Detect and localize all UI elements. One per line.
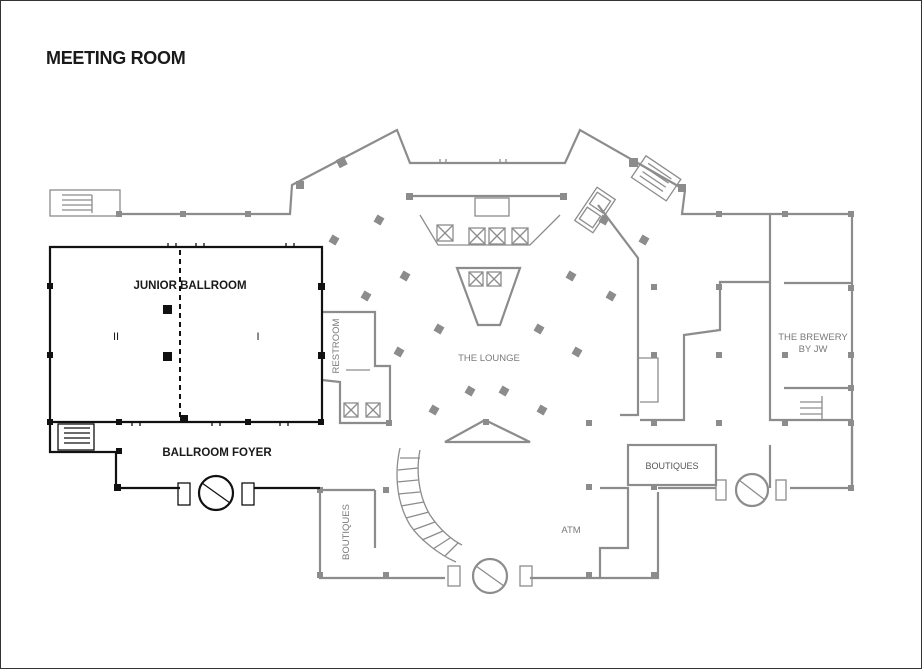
south-wall-right (530, 486, 660, 580)
brewery-walls (640, 214, 852, 422)
atm-label: ATM (561, 525, 580, 536)
lounge-bar-triangle (444, 418, 531, 444)
junior-ballroom-label: JUNIOR BALLROOM (133, 280, 246, 292)
foyer-stairs (57, 423, 95, 451)
north-doors (439, 159, 507, 163)
brewery-stairs (800, 396, 823, 421)
elevator-bank-stairs (474, 197, 510, 217)
restroom-elevators (343, 402, 381, 418)
lounge-east-wall (597, 204, 640, 417)
stair-top-left-steps (62, 194, 93, 213)
ballroom-north-doors (167, 243, 295, 247)
spiral-stair-inner (417, 449, 463, 546)
building-north-wall (120, 128, 854, 488)
building-outline (49, 128, 854, 595)
boutiques-right-walls (658, 445, 772, 490)
elevator-bank-frame (419, 214, 561, 246)
central-elevator-core (455, 266, 522, 327)
the-lounge-label: THE LOUNGE (458, 353, 520, 364)
foyer-stair-steps (64, 427, 90, 444)
building-columns (116, 156, 854, 578)
central-elevator-cars (468, 271, 502, 287)
page-title: MEETING ROOM (46, 48, 186, 68)
section-i-label: I (256, 331, 259, 343)
brewery-label-line2: BY JW (799, 344, 828, 355)
revolving-door-west (177, 474, 255, 512)
ballroom-south-doors (131, 422, 289, 426)
boutiques-right-label: BOUTIQUES (645, 461, 698, 471)
elevator-cars-top (436, 224, 529, 245)
boutiques-right-box (626, 443, 718, 487)
revolving-door-east (715, 472, 787, 508)
boutiques-left-label: BOUTIQUES (341, 504, 352, 560)
section-ii-label: II (113, 331, 119, 343)
ballroom-foyer-label: BALLROOM FOYER (162, 447, 272, 459)
spiral-stair-outer (396, 447, 457, 563)
restroom-walls (321, 310, 392, 425)
stair-top-right (630, 154, 682, 202)
elevator-block-right (573, 186, 617, 234)
revolving-door-south (447, 557, 533, 595)
spiral-stair-steps (396, 457, 459, 557)
ballroom-columns (47, 283, 325, 491)
junior-ballroom-walls (48, 243, 324, 426)
brewery-label-line1: THE BREWERY (778, 332, 848, 343)
stair-top-left (49, 189, 121, 217)
lounge-east-nook (638, 357, 659, 403)
boutiques-left-walls (318, 488, 445, 580)
restroom-label: RESTROOM (331, 318, 342, 373)
